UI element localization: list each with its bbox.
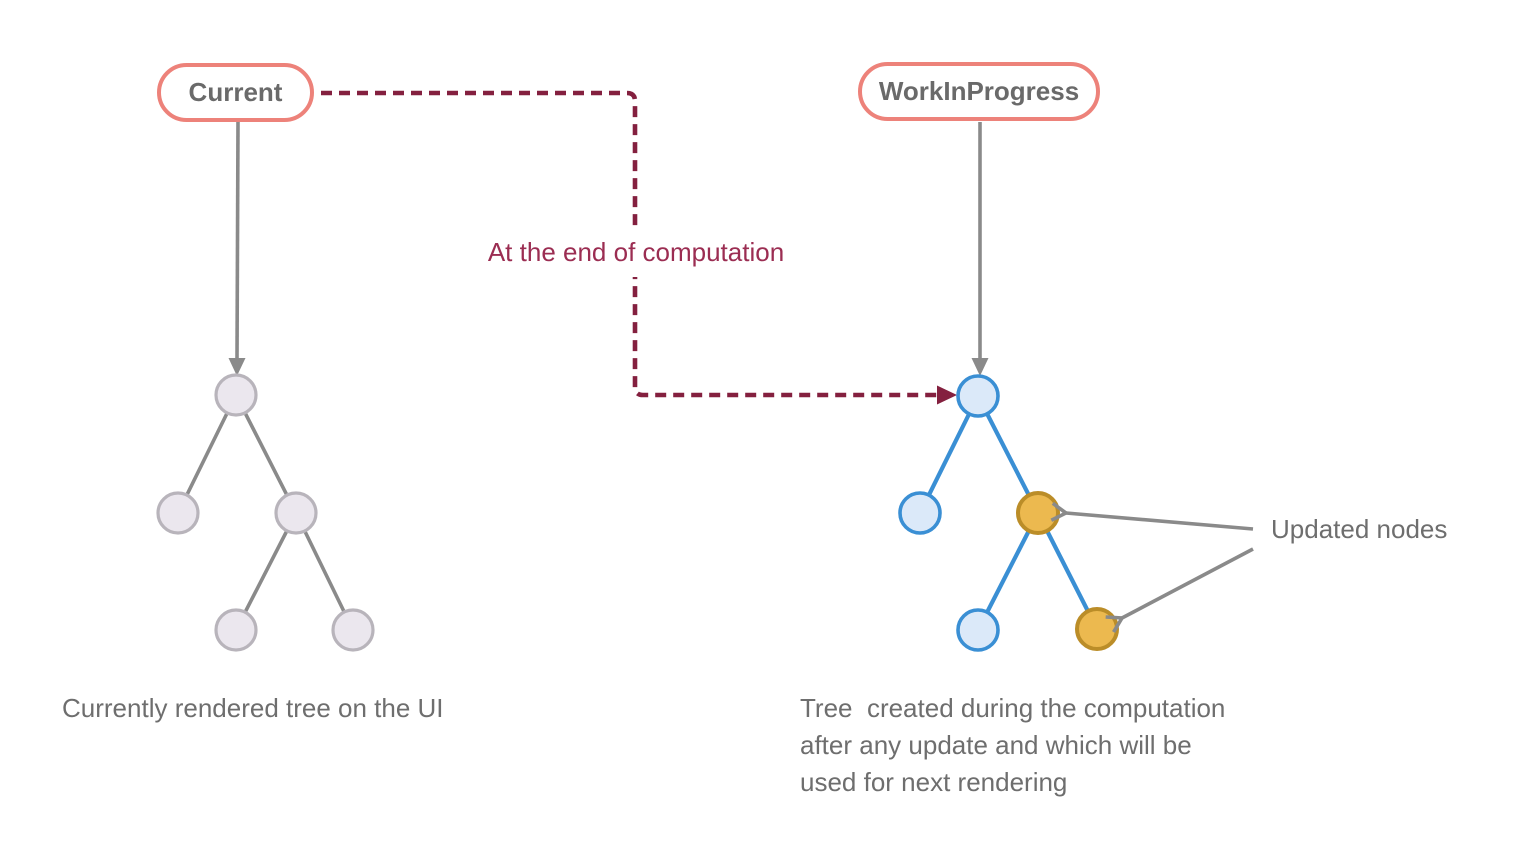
end-of-computation-label: At the end of computation <box>480 228 792 277</box>
current-child-right-node <box>274 491 318 535</box>
work-in-progress-pill: WorkInProgress <box>858 62 1100 121</box>
current-pill: Current <box>157 63 314 122</box>
wip-child-left-node <box>898 491 942 535</box>
current-tree-edges <box>176 394 355 631</box>
current-pill-label: Current <box>188 77 283 107</box>
current-root-node <box>214 373 258 417</box>
wip-tree-edges <box>918 395 1099 631</box>
current-grandchild-left-node <box>214 608 258 652</box>
updated-nodes-label: Updated nodes <box>1271 514 1448 544</box>
current-child-left-node <box>156 491 200 535</box>
wip-grandchild-left-node <box>956 608 1000 652</box>
current-grandchild-right-node <box>331 608 375 652</box>
wip-root-node <box>956 374 1000 418</box>
current-tree-caption: Currently rendered tree on the UI <box>62 693 444 723</box>
wip-grandchild-right-updated-node <box>1075 607 1119 651</box>
work-in-progress-pill-label: WorkInProgress <box>878 76 1080 106</box>
updated-nodes-arrow-upper <box>1050 501 1254 531</box>
wip-child-right-updated-node <box>1016 491 1060 535</box>
end-of-computation-connector <box>321 90 957 405</box>
updated-nodes-arrow-lower <box>1105 547 1254 633</box>
wip-tree-caption: Tree created during the computation afte… <box>800 693 1226 797</box>
current-pill-to-root-arrow <box>228 121 246 376</box>
